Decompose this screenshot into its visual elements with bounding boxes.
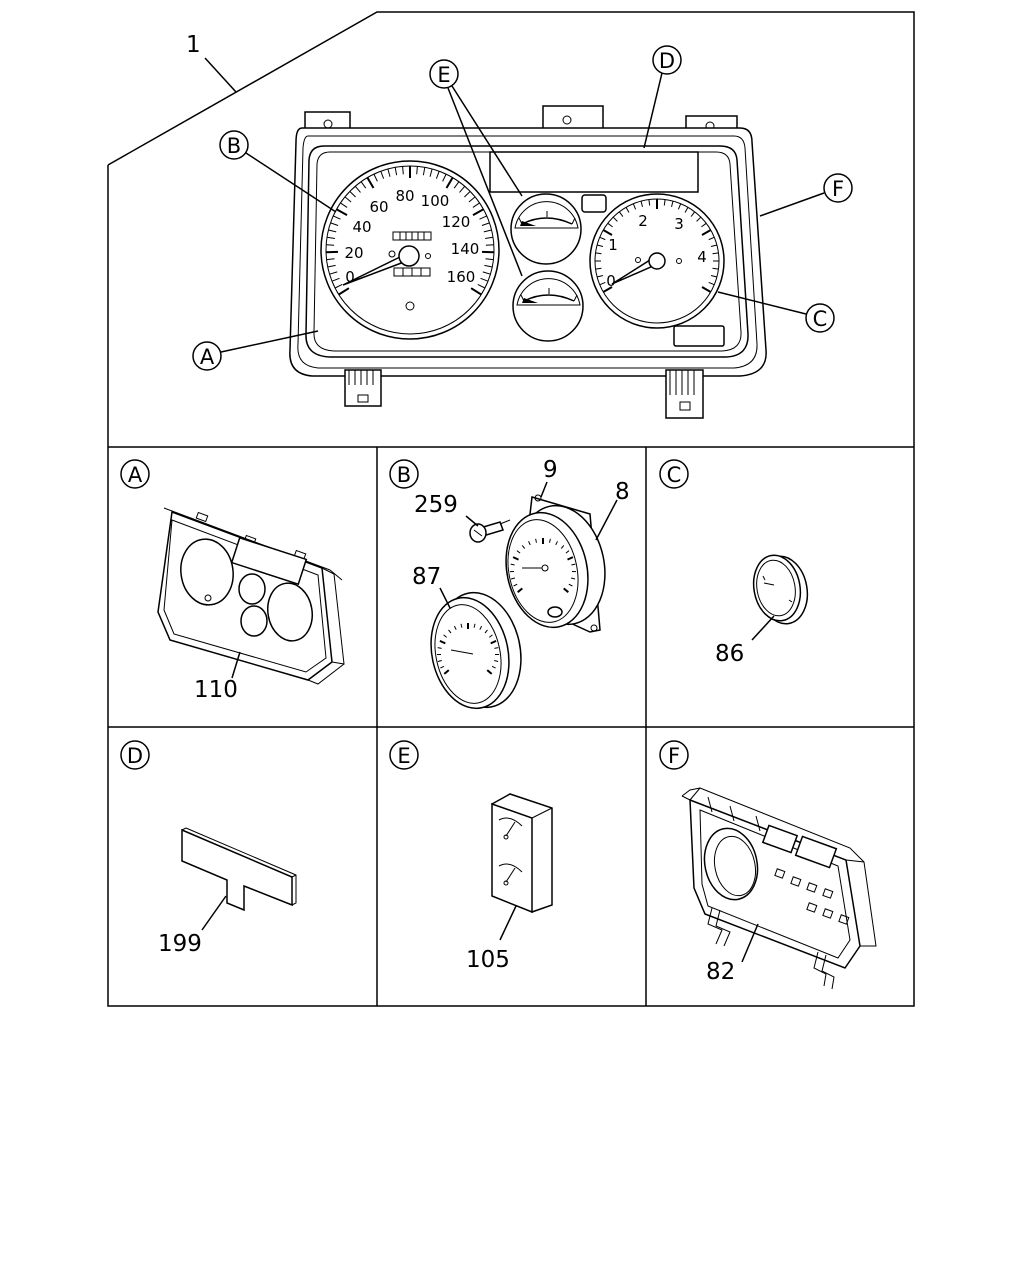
speedometer-label-160: 160 bbox=[447, 268, 476, 286]
speedometer-label-100: 100 bbox=[421, 192, 450, 210]
part-8-number: 8 bbox=[615, 479, 630, 505]
tachometer-label-4: 4 bbox=[697, 248, 707, 266]
main-part-number: 1 bbox=[186, 32, 201, 58]
display-window bbox=[489, 151, 699, 193]
part-110-number: 110 bbox=[194, 677, 238, 703]
svg-text:E: E bbox=[437, 63, 450, 87]
tachometer-label-2: 2 bbox=[638, 212, 648, 230]
part-86-number: 86 bbox=[715, 641, 744, 667]
temperature-gauge bbox=[512, 270, 584, 342]
tachometer-tick-marks bbox=[595, 199, 719, 293]
speedometer-label-120: 120 bbox=[442, 213, 471, 231]
part-259-leader bbox=[465, 515, 479, 527]
speedometer-tick-marks bbox=[325, 166, 495, 296]
connector-left bbox=[344, 369, 382, 407]
screw-259-drawing bbox=[469, 519, 511, 543]
tachometer-label-0: 0 bbox=[606, 272, 616, 290]
callout-c: C bbox=[717, 291, 835, 333]
part-86-leader bbox=[751, 615, 775, 641]
panel-f: F 82 bbox=[659, 740, 877, 990]
tachometer: 0 1 2 3 4 bbox=[589, 193, 725, 329]
speedometer-label-40: 40 bbox=[352, 218, 371, 236]
fuel-gauge bbox=[510, 193, 582, 265]
panel-c-letter: C bbox=[667, 463, 682, 487]
svg-text:A: A bbox=[200, 345, 215, 369]
part-105-number: 105 bbox=[466, 947, 510, 973]
connector-right bbox=[665, 369, 704, 419]
panel-c: C 86 bbox=[659, 459, 809, 667]
panel-b: B 259 9 8 bbox=[389, 457, 630, 710]
odometer-window bbox=[673, 325, 725, 347]
case-82-drawing bbox=[681, 787, 877, 990]
part-8-leader bbox=[595, 499, 618, 541]
part-199-leader bbox=[201, 895, 227, 931]
mount-tab-center bbox=[542, 105, 604, 134]
bezel-110-drawing bbox=[157, 507, 345, 685]
speedometer: 0 20 40 60 80 100 120 140 160 bbox=[320, 160, 500, 340]
diagram-frame bbox=[107, 11, 915, 1007]
callout-e: E bbox=[429, 59, 523, 277]
panel-e-letter: E bbox=[397, 744, 410, 768]
panel-a: A 110 bbox=[120, 459, 345, 703]
svg-text:F: F bbox=[832, 177, 844, 201]
panel-b-letter: B bbox=[397, 463, 411, 487]
panel-a-letter: A bbox=[128, 463, 143, 487]
tachometer-label-1: 1 bbox=[608, 236, 618, 254]
tachometer-label-3: 3 bbox=[674, 215, 684, 233]
part-82-number: 82 bbox=[706, 959, 735, 985]
svg-text:D: D bbox=[659, 49, 675, 73]
instrument-cluster: 0 20 40 60 80 100 120 140 160 bbox=[289, 105, 767, 419]
speedometer-label-0: 0 bbox=[345, 268, 355, 286]
svg-text:C: C bbox=[813, 307, 828, 331]
part-259-number: 259 bbox=[414, 492, 458, 518]
part-110-leader bbox=[231, 651, 241, 679]
callout-d: D bbox=[643, 45, 682, 149]
speedometer-label-140: 140 bbox=[451, 240, 480, 258]
mount-tab-left bbox=[304, 111, 351, 132]
main-part-leader bbox=[204, 57, 237, 93]
glass-86-drawing bbox=[752, 554, 809, 625]
panel-d: D 199 bbox=[120, 740, 297, 957]
part-87-number: 87 bbox=[412, 564, 441, 590]
part-105-leader bbox=[499, 905, 517, 941]
callout-b: B bbox=[219, 130, 337, 213]
part-199-number: 199 bbox=[158, 931, 202, 957]
callout-a: A bbox=[192, 330, 319, 371]
panel-d-letter: D bbox=[127, 744, 143, 768]
speedometer-unit-drawing bbox=[505, 494, 606, 633]
speedometer-label-60: 60 bbox=[369, 198, 388, 216]
speedometer-label-80: 80 bbox=[395, 187, 414, 205]
panel-e: E 105 bbox=[389, 740, 553, 973]
gauge-105-drawing bbox=[491, 793, 553, 914]
part-9-leader bbox=[540, 481, 548, 498]
indicator-lamp bbox=[581, 194, 607, 213]
svg-text:B: B bbox=[227, 134, 241, 158]
part-9-number: 9 bbox=[543, 457, 558, 483]
glass-87-drawing bbox=[430, 591, 522, 710]
lens-199-drawing bbox=[181, 827, 297, 912]
callout-f: F bbox=[759, 173, 853, 217]
part-82-leader bbox=[741, 923, 759, 963]
part-87-leader bbox=[439, 587, 451, 609]
speedometer-label-20: 20 bbox=[344, 244, 363, 262]
panel-f-letter: F bbox=[668, 744, 680, 768]
